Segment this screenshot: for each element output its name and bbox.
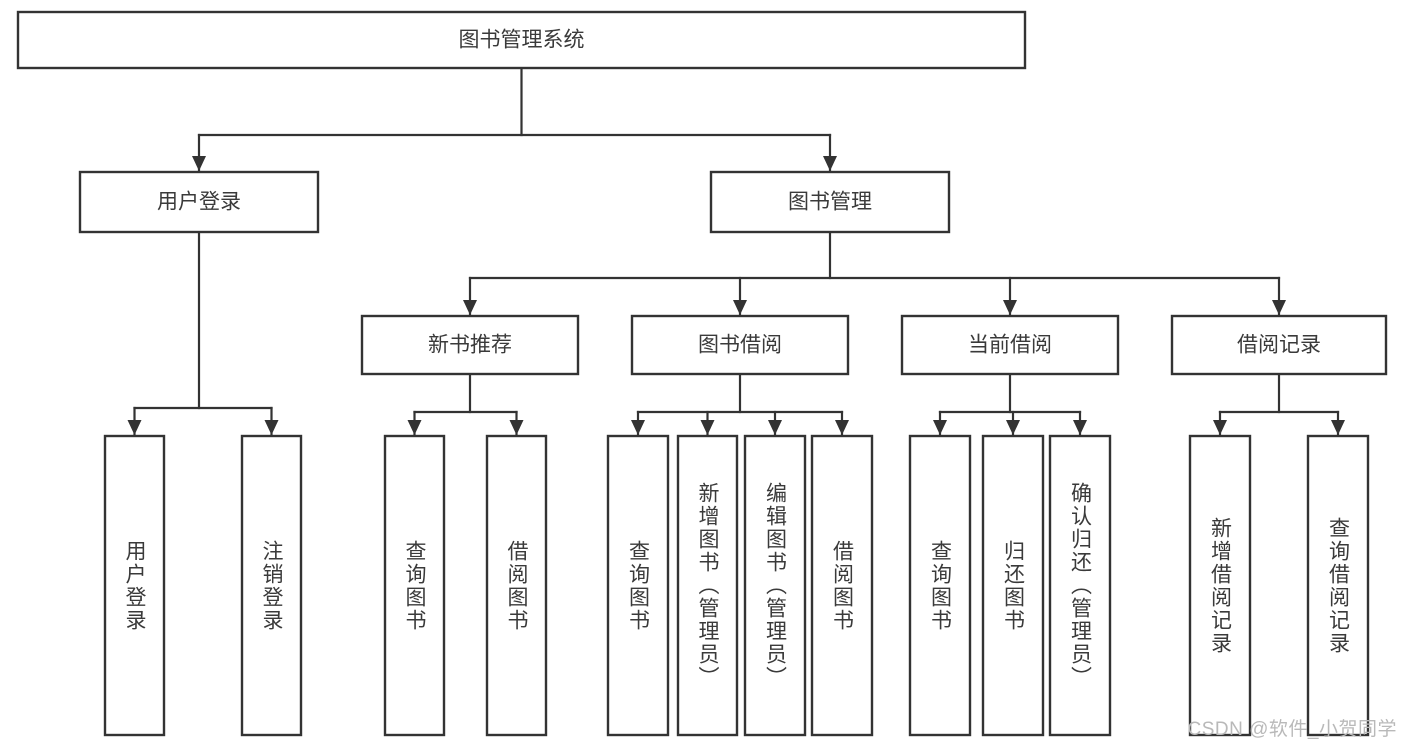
arrow-head-icon [264,420,279,435]
node-label-book-borrow: 图书借阅 [698,334,782,357]
node-book-manage[interactable] [709,170,951,234]
arrow-head-icon [463,300,477,315]
node-leaf-query-book-1[interactable] [383,434,446,737]
connector-layer [127,66,1345,436]
node-leaf-user-login[interactable] [103,434,166,737]
watermark-text: CSDN @软件_小贺同学 [1187,719,1397,740]
arrow-head-icon [823,156,837,171]
node-leaf-confirm-return[interactable] [1048,434,1112,737]
arrow-head-icon [768,420,782,435]
node-root[interactable] [16,10,1027,70]
node-leaf-query-book-2[interactable] [606,434,670,737]
arrow-head-icon [933,420,947,435]
node-borrow-record[interactable] [1170,314,1388,376]
arrow-head-icon [1331,420,1345,435]
node-leaf-add-book[interactable] [676,434,739,737]
node-leaf-borrow-book-2[interactable] [810,434,874,737]
node-leaf-edit-book[interactable] [743,434,807,737]
node-leaf-return-book[interactable] [981,434,1045,737]
arrow-head-icon [127,420,142,435]
node-label-user-login: 用户登录 [157,191,241,214]
node-leaf-logout[interactable] [240,434,303,737]
arrow-head-icon [1006,420,1020,435]
arrow-head-icon [631,420,645,435]
node-new-book-rec[interactable] [360,314,580,376]
arrow-head-icon [1272,300,1286,315]
arrow-head-icon [509,420,524,435]
node-current-borrow[interactable] [900,314,1120,376]
arrow-head-icon [1073,420,1087,435]
node-leaf-borrow-book-1[interactable] [485,434,548,737]
arrow-head-icon [700,420,715,435]
node-leaf-query-borrow-rec[interactable] [1306,434,1370,737]
node-leaf-add-borrow-rec[interactable] [1188,434,1252,737]
arrow-head-icon [192,156,206,171]
arrow-head-icon [733,300,747,315]
node-label-borrow-record: 借阅记录 [1237,334,1321,357]
arrow-head-icon [1003,300,1017,315]
node-label-root: 图书管理系统 [459,29,585,52]
node-box-layer [16,10,1388,737]
arrow-head-icon [407,420,422,435]
node-label-new-book-rec: 新书推荐 [428,334,512,357]
node-leaf-query-book-3[interactable] [908,434,972,737]
arrow-head-icon [1213,420,1227,435]
node-book-borrow[interactable] [630,314,850,376]
node-user-login[interactable] [78,170,320,234]
node-label-book-manage: 图书管理 [788,191,872,214]
node-label-current-borrow: 当前借阅 [968,334,1052,357]
arrow-head-icon [835,420,849,435]
